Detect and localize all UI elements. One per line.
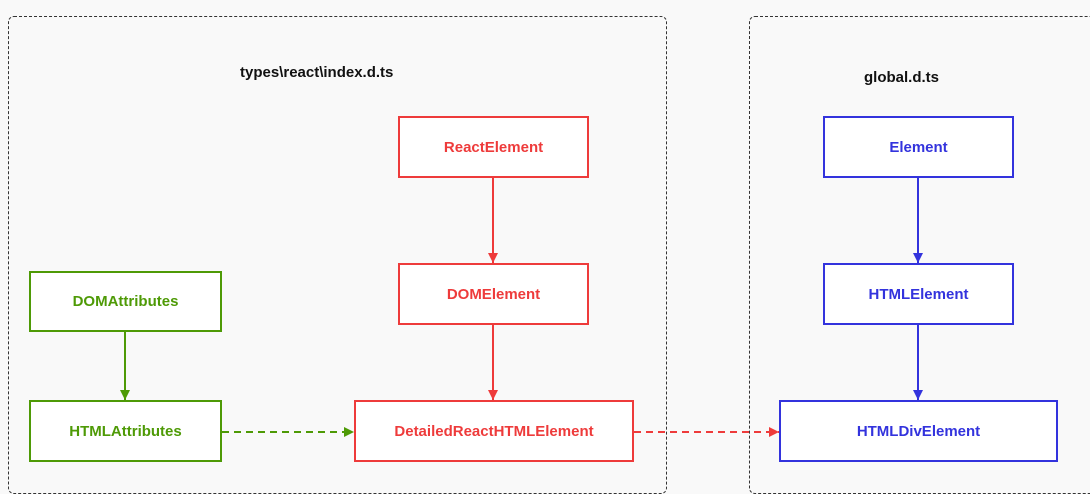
node-domelement: DOMElement xyxy=(398,263,589,325)
node-detailedreacthtmlelement: DetailedReactHTMLElement xyxy=(354,400,634,462)
node-domattributes: DOMAttributes xyxy=(29,271,222,332)
react-types-group-title: types\react\index.d.ts xyxy=(240,64,394,81)
node-reactelement: ReactElement xyxy=(398,116,589,178)
node-htmlelement: HTMLElement xyxy=(823,263,1014,325)
node-htmlattributes: HTMLAttributes xyxy=(29,400,222,462)
global-types-group-title: global.d.ts xyxy=(864,69,939,86)
node-htmldivelement: HTMLDivElement xyxy=(779,400,1058,462)
node-element: Element xyxy=(823,116,1014,178)
